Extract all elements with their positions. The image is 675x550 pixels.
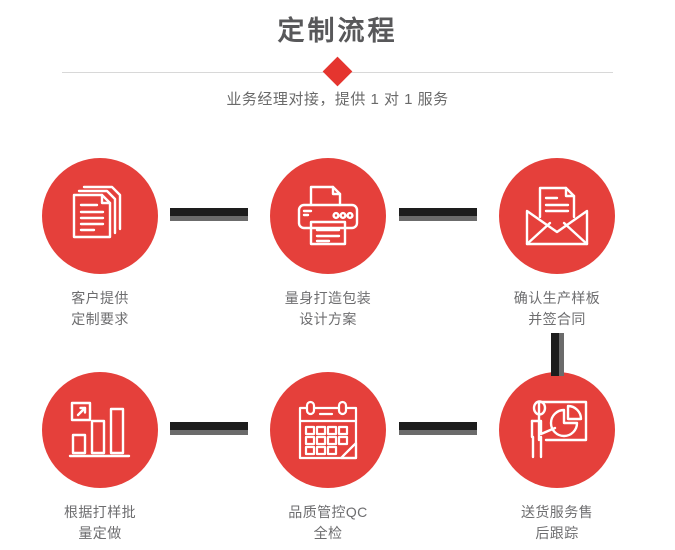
printer-icon [297,185,359,246]
step-1-label: 客户提供 定制要求 [71,290,129,327]
connector-bar-shadow [399,216,477,221]
step-item-1[interactable]: 客户提供 定制要求 [25,158,175,330]
step-1-circle [42,158,158,274]
connector-bar-dark [399,208,477,216]
step-5-label: 品质管控QC 全检 [288,504,368,541]
connector-step2-step3 [399,208,477,221]
diamond-icon [322,56,353,87]
step-item-4[interactable]: 根据打样批 量定做 [25,372,175,544]
step-3-circle [499,158,615,274]
step-2-circle [270,158,386,274]
connector-step4-step5 [170,422,248,435]
step-4-circle [42,372,158,488]
step-item-6[interactable]: 送货服务售 后跟踪 [482,372,632,544]
connector-bar-shadow [399,430,477,435]
connector-step3-step6 [551,333,564,376]
connector-step1-step2 [170,208,248,221]
connector-bar-dark [170,422,248,430]
page-subtitle: 业务经理对接，提供 1 对 1 服务 [226,91,449,108]
connector-bar-shadow [559,333,564,376]
connector-bar-dark [399,422,477,430]
step-5-circle [270,372,386,488]
bar-chart-icon [68,401,131,458]
step-6-circle [499,372,615,488]
divider [62,56,613,87]
step-item-5[interactable]: 品质管控QC 全检 [253,372,403,544]
open-envelope-icon [525,186,589,246]
connector-bar-shadow [170,216,248,221]
step-6-label: 送货服务售 后跟踪 [521,504,593,541]
page-title: 定制流程 [277,16,398,46]
step-item-2[interactable]: 量身打造包装 设计方案 [253,158,403,330]
connector-step5-step6 [399,422,477,435]
presentation-pie-chart-icon [530,400,588,459]
documents-stack-icon [72,185,122,239]
step-3-label: 确认生产样板 并签合同 [513,290,601,327]
step-2-label: 量身打造包装 设计方案 [284,290,372,327]
step-item-3[interactable]: 确认生产样板 并签合同 [482,158,632,330]
connector-bar-shadow [170,430,248,435]
calendar-icon [298,400,358,460]
step-4-label: 根据打样批 量定做 [64,504,136,541]
connector-bar-dark [170,208,248,216]
connector-bar-dark [551,333,559,376]
